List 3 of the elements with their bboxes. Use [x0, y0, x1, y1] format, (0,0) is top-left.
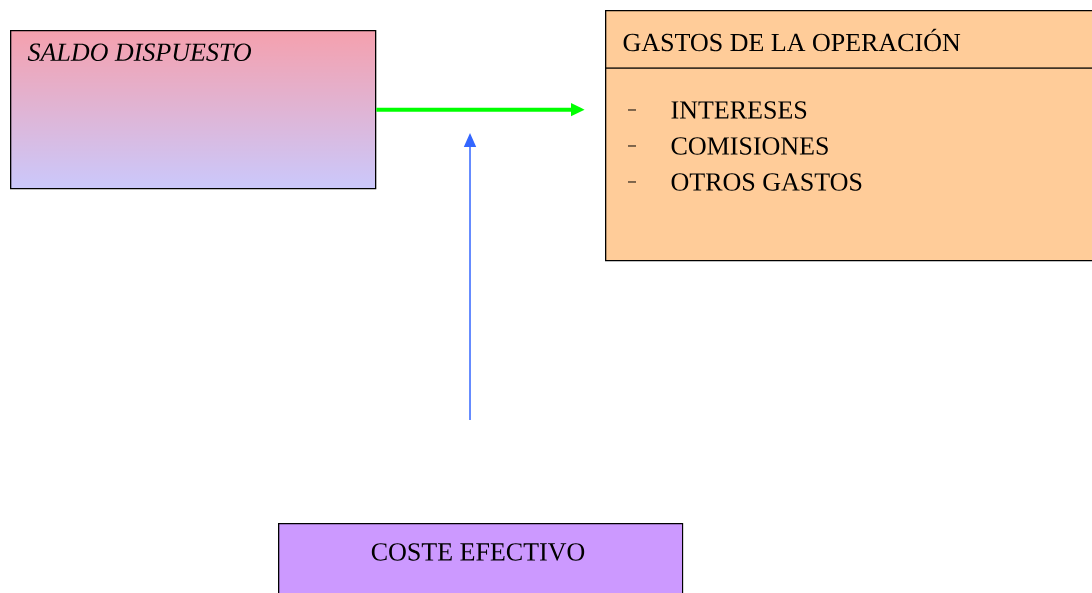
process-box: COSTE EFECTIVO	[278, 523, 684, 593]
process-box: SALDO DISPUESTO	[10, 30, 377, 190]
list-box: GASTOS DE LA OPERACIÓN INTERESES COMISIONES OTROS GASTOS	[604, 10, 1092, 262]
